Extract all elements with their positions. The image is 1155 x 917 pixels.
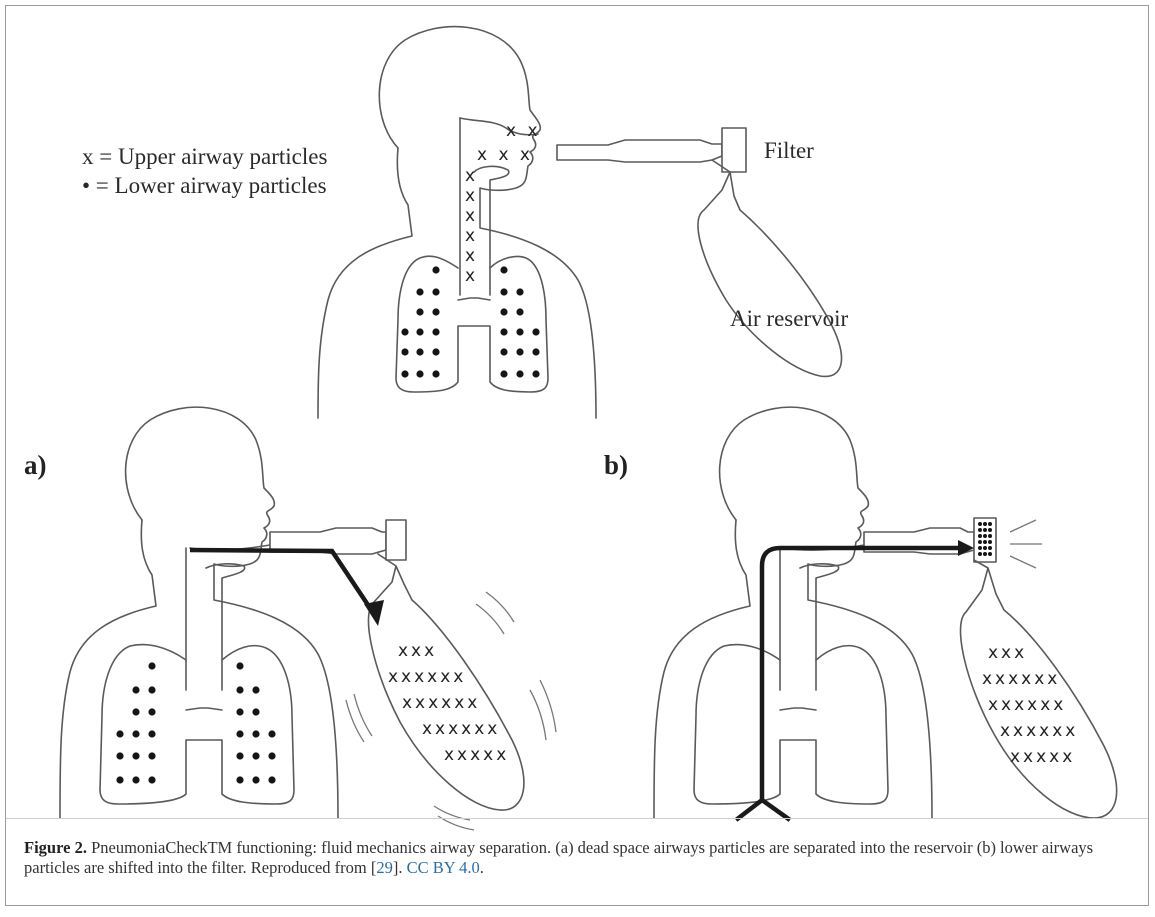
- svg-text:xxx: xxx: [398, 641, 437, 661]
- svg-text:xxxxxx: xxxxxx: [988, 695, 1066, 715]
- caption-divider: [6, 818, 1148, 819]
- legend-lower: • = Lower airway particles: [82, 173, 327, 198]
- breathing-device: [557, 128, 841, 376]
- filter-icon: [722, 128, 746, 172]
- caption-text-1: PneumoniaCheckTM functioning: fluid mech…: [24, 838, 1093, 877]
- panel-b-label: b): [604, 450, 628, 480]
- svg-text:xxxxxx: xxxxxx: [402, 693, 480, 713]
- panel-b-device: [864, 518, 1117, 818]
- caption-reference-link[interactable]: 29: [376, 858, 393, 877]
- filter-label: Filter: [764, 138, 814, 163]
- mouth-x-row-2: x x x: [477, 145, 533, 165]
- caption-text-2: ].: [393, 858, 407, 877]
- panel-b-exhaust-lines: [1010, 520, 1042, 568]
- caption-label: Figure 2.: [24, 838, 87, 857]
- svg-text:xxxxxx: xxxxxx: [422, 719, 500, 739]
- panel-b-person: [654, 407, 932, 818]
- svg-text:x: x: [465, 246, 478, 266]
- panel-b: b): [604, 407, 1117, 820]
- legend-upper: x = Upper airway particles: [82, 144, 327, 169]
- svg-text:xxxxx: xxxxx: [444, 745, 509, 765]
- svg-text:x: x: [465, 166, 478, 186]
- caption-license-link[interactable]: CC BY 4.0: [407, 858, 480, 877]
- panel-a: a): [24, 407, 556, 830]
- svg-text:xxxxxx: xxxxxx: [388, 667, 466, 687]
- upper-airway-particles: x x x x x x x x x x x: [465, 121, 541, 286]
- panel-a-person: [60, 407, 338, 818]
- top-panel: x x x x x x x x x x x: [82, 27, 848, 418]
- person-outline: [318, 27, 596, 418]
- svg-text:xxxxxx: xxxxxx: [982, 669, 1060, 689]
- panel-a-lung-particles: [116, 662, 275, 783]
- reservoir-label: Air reservoir: [730, 306, 848, 331]
- panel-b-reservoir: [961, 560, 1117, 818]
- svg-text:xxx: xxx: [988, 643, 1027, 663]
- svg-text:xxxxx: xxxxx: [1010, 747, 1075, 767]
- air-reservoir-bag: [698, 160, 841, 376]
- caption-text-3: .: [480, 858, 484, 877]
- svg-text:x: x: [465, 226, 478, 246]
- panel-a-label: a): [24, 450, 47, 480]
- svg-text:x: x: [465, 266, 478, 286]
- panel-a-flow-arrow: [190, 550, 374, 614]
- mouth-x-row-1: x x: [506, 121, 541, 141]
- panel-a-device: [270, 520, 524, 810]
- svg-text:xxxxxx: xxxxxx: [1000, 721, 1078, 741]
- svg-text:x: x: [465, 186, 478, 206]
- svg-text:x: x: [465, 206, 478, 226]
- panel-a-filter-icon: [386, 520, 406, 560]
- figure-caption: Figure 2. PneumoniaCheckTM functioning: …: [24, 838, 1124, 878]
